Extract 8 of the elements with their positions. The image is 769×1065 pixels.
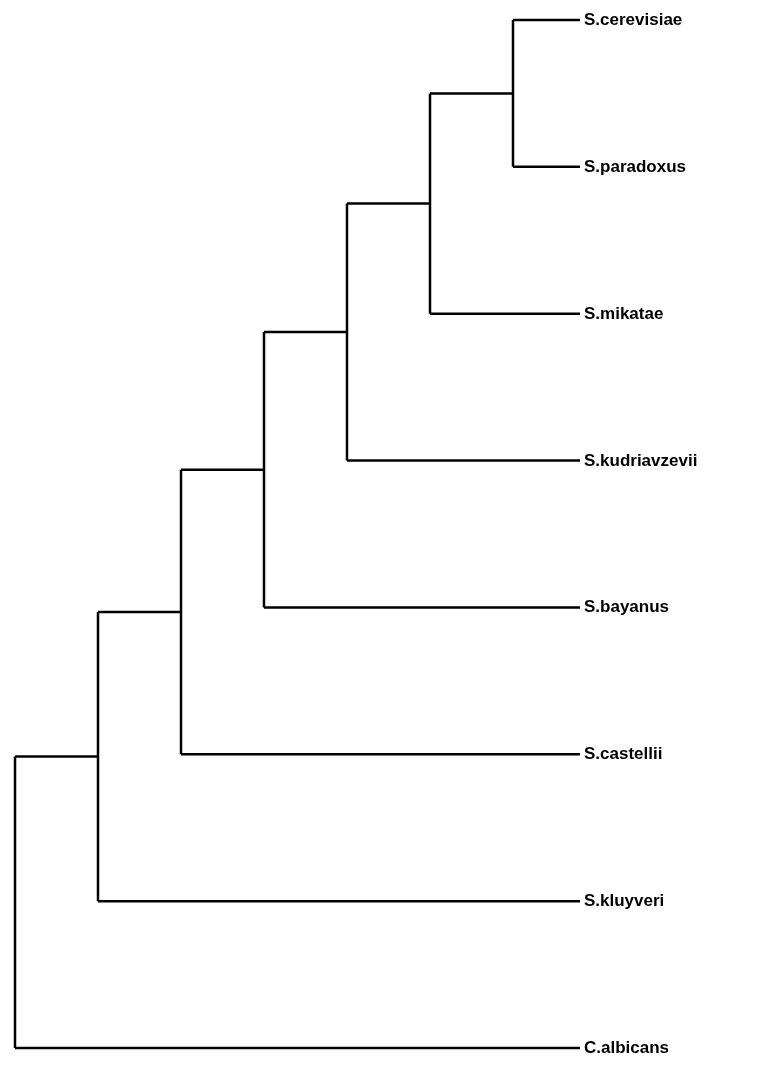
species-label: S.mikatae <box>584 303 664 324</box>
species-label: S.castellii <box>584 744 663 765</box>
species-label: S.cerevisiae <box>584 10 683 30</box>
species-label: S.kudriavzevii <box>584 450 698 471</box>
species-label: S.paradoxus <box>584 156 687 177</box>
species-label: S.bayanus <box>584 597 670 618</box>
species-label: S.kluyveri <box>584 891 665 912</box>
species-label: C.albicans <box>584 1038 670 1058</box>
